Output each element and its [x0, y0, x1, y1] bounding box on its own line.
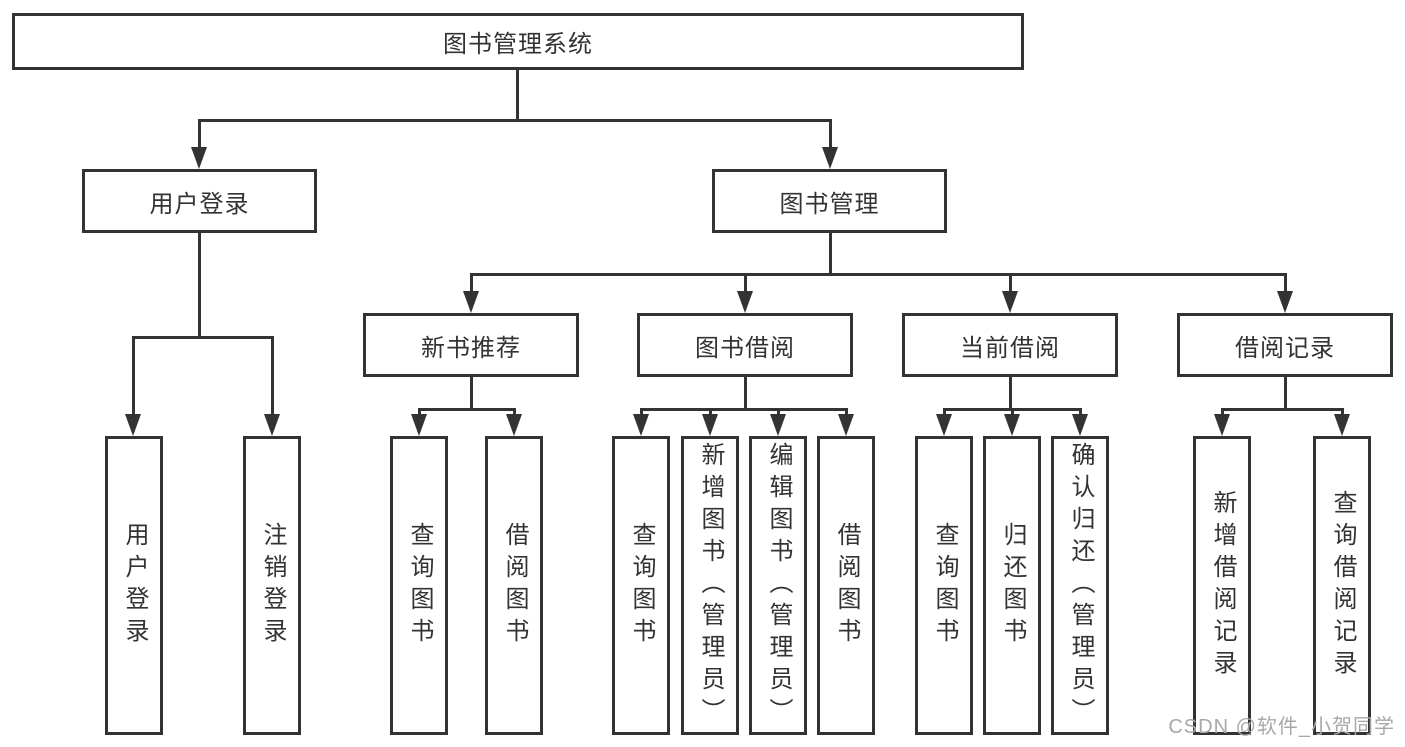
csdn-watermark: CSDN @软件_小贺同学 — [1168, 716, 1395, 738]
connector-line — [829, 233, 832, 276]
arrowhead-icon — [264, 414, 280, 436]
node-leaf-user-login: 用户登录 — [105, 436, 163, 735]
connector-line — [709, 408, 712, 416]
node-leaf-logout-label: 注销登录 — [259, 521, 286, 650]
arrowhead-icon — [463, 291, 479, 313]
node-leaf-current-return-books-label: 归还图书 — [999, 521, 1026, 650]
node-leaf-recommend-query-books-label: 查询图书 — [406, 521, 433, 650]
node-leaf-borrowing-borrow-books: 借阅图书 — [817, 436, 875, 735]
node-borrowing-records-label: 借阅记录 — [1235, 334, 1335, 362]
arrowhead-icon — [125, 414, 141, 436]
node-book-management-label: 图书管理 — [779, 190, 880, 218]
connector-line — [1221, 408, 1224, 416]
connector-line — [640, 408, 643, 416]
node-leaf-current-query-books-label: 查询图书 — [931, 521, 958, 650]
connector-line — [1009, 377, 1012, 411]
connector-line — [1079, 408, 1082, 416]
connector-line — [418, 408, 421, 416]
node-leaf-user-login-label: 用户登录 — [121, 521, 148, 650]
arrowhead-icon — [1004, 414, 1020, 436]
connector-line — [829, 119, 832, 150]
arrowhead-icon — [936, 414, 952, 436]
node-leaf-query-borrow-record-label: 查询借阅记录 — [1329, 489, 1356, 682]
connector-line — [845, 408, 848, 416]
arrowhead-icon — [506, 414, 522, 436]
node-current-borrowing-label: 当前借阅 — [960, 334, 1060, 362]
node-leaf-query-borrow-record: 查询借阅记录 — [1313, 436, 1371, 735]
arrowhead-icon — [770, 414, 786, 436]
node-current-borrowing: 当前借阅 — [902, 313, 1118, 377]
node-leaf-borrowing-borrow-books-label: 借阅图书 — [833, 521, 860, 650]
node-book-borrowing-label: 图书借阅 — [695, 334, 795, 362]
arrowhead-icon — [702, 414, 718, 436]
node-book-borrowing: 图书借阅 — [637, 313, 853, 377]
node-leaf-add-borrow-record-label: 新增借阅记录 — [1209, 489, 1236, 682]
connector-line — [470, 273, 1286, 276]
arrowhead-icon — [633, 414, 649, 436]
node-leaf-recommend-borrow-books: 借阅图书 — [485, 436, 543, 735]
connector-line — [513, 408, 516, 416]
connector-line — [1284, 273, 1287, 293]
node-leaf-current-confirm-return: 确认归还（管理员） — [1051, 436, 1109, 735]
node-leaf-borrowing-edit-books-label: 编辑图书（管理员） — [765, 441, 792, 730]
connector-line — [1221, 408, 1344, 411]
node-leaf-borrowing-query-books: 查询图书 — [612, 436, 670, 735]
connector-line — [132, 336, 135, 416]
connector-line — [198, 119, 201, 150]
connector-line — [470, 273, 473, 293]
node-leaf-borrowing-query-books-label: 查询图书 — [628, 521, 655, 650]
arrowhead-icon — [411, 414, 427, 436]
connector-line — [1011, 408, 1014, 416]
arrowhead-icon — [737, 291, 753, 313]
node-leaf-add-borrow-record: 新增借阅记录 — [1193, 436, 1251, 735]
arrowhead-icon — [822, 147, 838, 169]
connector-line — [271, 336, 274, 416]
node-leaf-current-confirm-return-label: 确认归还（管理员） — [1067, 441, 1094, 730]
arrowhead-icon — [1002, 291, 1018, 313]
node-leaf-logout: 注销登录 — [243, 436, 301, 735]
node-leaf-current-query-books: 查询图书 — [915, 436, 973, 735]
arrowhead-icon — [1072, 414, 1088, 436]
connector-line — [516, 69, 519, 122]
node-user-login: 用户登录 — [82, 169, 317, 233]
connector-line — [640, 408, 848, 411]
connector-line — [1009, 273, 1012, 293]
node-borrowing-records: 借阅记录 — [1177, 313, 1393, 377]
node-leaf-borrowing-add-books: 新增图书（管理员） — [681, 436, 739, 735]
node-leaf-current-return-books: 归还图书 — [983, 436, 1041, 735]
node-leaf-recommend-borrow-books-label: 借阅图书 — [501, 521, 528, 650]
node-book-management: 图书管理 — [712, 169, 947, 233]
connector-line — [943, 408, 946, 416]
arrowhead-icon — [191, 147, 207, 169]
connector-line — [744, 377, 747, 411]
node-leaf-recommend-query-books: 查询图书 — [390, 436, 448, 735]
node-root-label: 图书管理系统 — [443, 31, 593, 58]
connector-line — [418, 408, 516, 411]
connector-line — [1341, 408, 1344, 416]
arrowhead-icon — [1334, 414, 1350, 436]
node-root: 图书管理系统 — [12, 13, 1024, 70]
node-user-login-label: 用户登录 — [149, 190, 250, 218]
node-leaf-borrowing-edit-books: 编辑图书（管理员） — [749, 436, 807, 735]
connector-line — [470, 377, 473, 411]
connector-line — [132, 336, 274, 339]
connector-line — [777, 408, 780, 416]
connector-line — [198, 119, 832, 122]
connector-line — [198, 233, 201, 339]
connector-line — [1284, 377, 1287, 411]
node-leaf-borrowing-add-books-label: 新增图书（管理员） — [697, 441, 724, 730]
node-new-book-recommend: 新书推荐 — [363, 313, 579, 377]
arrowhead-icon — [1214, 414, 1230, 436]
connector-line — [744, 273, 747, 293]
arrowhead-icon — [1277, 291, 1293, 313]
arrowhead-icon — [838, 414, 854, 436]
node-new-book-recommend-label: 新书推荐 — [421, 334, 521, 362]
